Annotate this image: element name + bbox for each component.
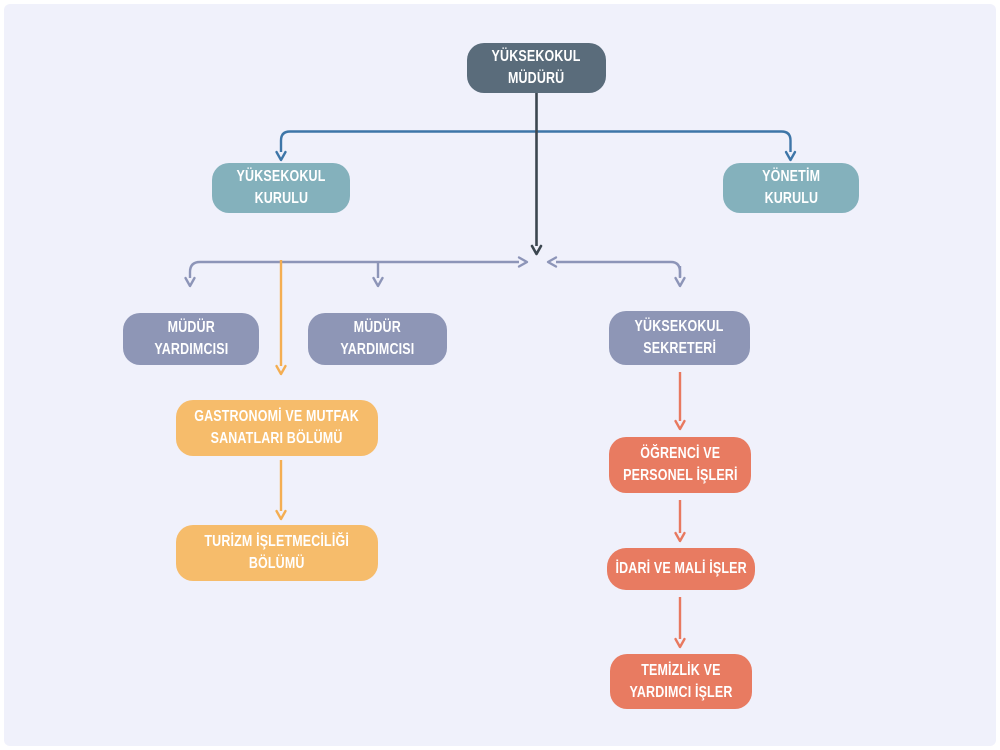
node-cleaning-support: TEMİZLİK VE YARDIMCI İŞLER xyxy=(610,654,752,709)
node-gastronomy-dept-label-line1: GASTRONOMİ VE MUTFAK xyxy=(194,408,360,425)
node-school-secretary: YÜKSEKOKUL SEKRETERİ xyxy=(609,311,750,365)
node-deputy-director-1-label-line2: YARDIMCISI xyxy=(154,341,228,358)
node-executive-board: YÖNETİM KURULU xyxy=(723,163,859,213)
node-tourism-dept-label-line1: TURİZM İŞLETMECİLİĞİ xyxy=(204,533,350,550)
node-school-board-label-line1: YÜKSEKOKUL xyxy=(236,168,326,185)
node-school-board: YÜKSEKOKUL KURULU xyxy=(212,163,350,213)
node-director-label-line1: YÜKSEKOKUL xyxy=(492,48,581,65)
connector-rail-to-deputy-1 xyxy=(184,260,378,288)
node-school-secretary-label-line1: YÜKSEKOKUL xyxy=(635,318,724,335)
connector-director-to-school-board xyxy=(275,130,537,162)
node-deputy-director-2-label-line1: MÜDÜR xyxy=(353,319,402,336)
node-admin-financial: İDARİ VE MALİ İŞLER xyxy=(607,548,755,590)
node-director: YÜKSEKOKUL MÜDÜRÜ xyxy=(467,43,606,93)
node-cleaning-support-label-line2: YARDIMCI İŞLER xyxy=(629,683,733,701)
node-deputy-director-2: MÜDÜR YARDIMCISI xyxy=(308,313,447,365)
node-student-personnel: ÖĞRENCİ VE PERSONEL İŞLERİ xyxy=(609,437,751,493)
node-tourism-dept-label-line2: BÖLÜMÜ xyxy=(249,555,305,572)
node-tourism-dept: TURİZM İŞLETMECİLİĞİ BÖLÜMÜ xyxy=(176,525,378,581)
node-admin-financial-label-line1: İDARİ VE MALİ İŞLER xyxy=(615,560,747,577)
node-school-board-label-line2: KURULU xyxy=(254,190,308,207)
node-student-personnel-label-line1: ÖĞRENCİ VE xyxy=(640,445,720,462)
node-deputy-director-1: MÜDÜR YARDIMCISI xyxy=(123,313,259,365)
node-deputy-director-2-label-line2: YARDIMCISI xyxy=(340,341,415,358)
node-gastronomy-dept: GASTRONOMİ VE MUTFAK SANATLARI BÖLÜMÜ xyxy=(176,400,378,456)
node-director-label-line2: MÜDÜRÜ xyxy=(508,70,565,87)
node-cleaning-support-label-line1: TEMİZLİK VE xyxy=(641,661,721,679)
connector-right-rail-to-center xyxy=(546,256,682,277)
node-student-personnel-label-line2: PERSONEL İŞLERİ xyxy=(622,467,738,484)
node-gastronomy-dept-label-line2: SANATLARI BÖLÜMÜ xyxy=(211,430,343,447)
node-deputy-director-1-label-line1: MÜDÜR xyxy=(167,319,215,336)
node-executive-board-label-line1: YÖNETİM xyxy=(762,168,820,185)
connector-director-to-executive-board xyxy=(536,130,797,162)
node-school-secretary-label-line2: SEKRETERİ xyxy=(643,340,716,357)
node-executive-board-label-line2: KURULU xyxy=(764,190,818,207)
diagram-canvas xyxy=(4,4,996,746)
